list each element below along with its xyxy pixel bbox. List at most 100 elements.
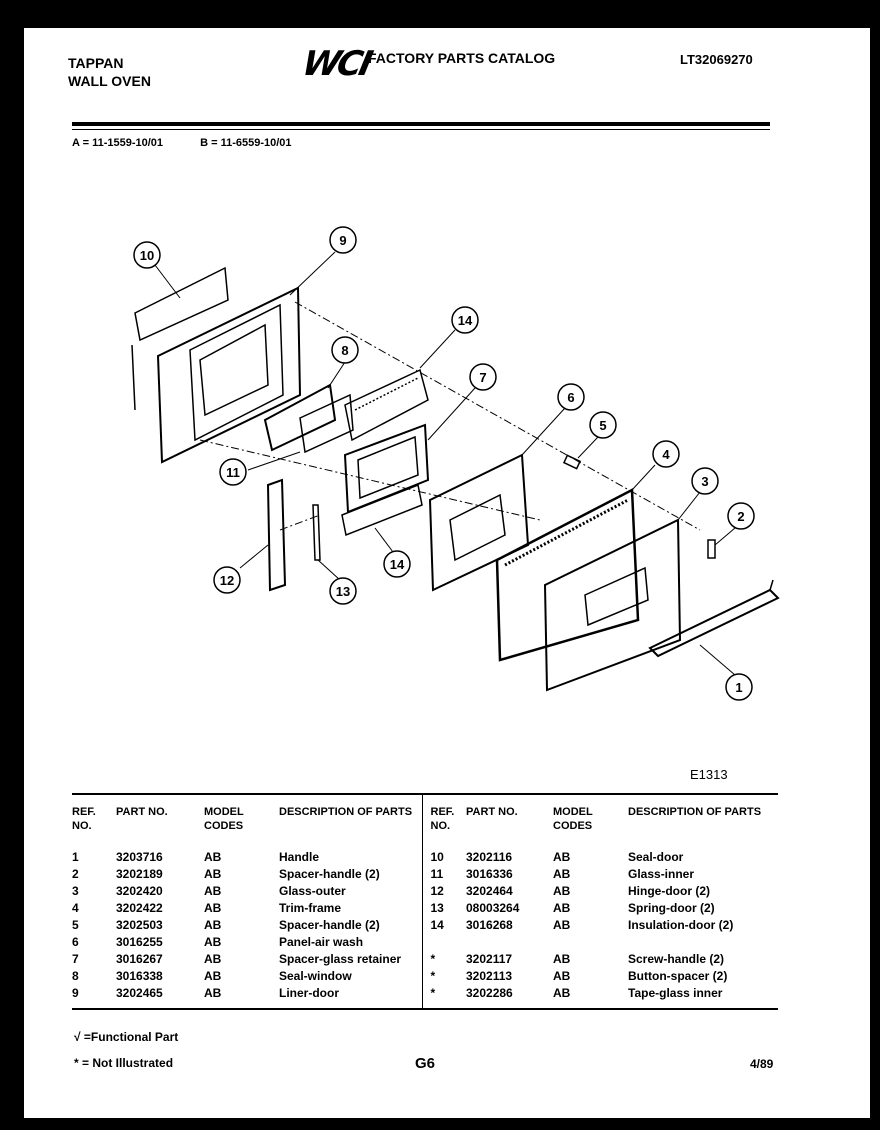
header-part: PART NO. xyxy=(116,806,168,818)
glass-outer-part xyxy=(543,518,682,692)
callout-10: 10 xyxy=(140,248,154,263)
catalog-date: 4/89 xyxy=(750,1057,774,1071)
cell-left-desc: Seal-window xyxy=(279,969,352,983)
header-description: DESCRIPTION OF PARTS xyxy=(279,806,413,818)
cell-left-ref: 1 xyxy=(72,850,79,864)
spacer-glass-retainer-part xyxy=(343,423,430,514)
callout-11: 11 xyxy=(226,465,240,480)
spacer-small-part xyxy=(707,539,716,559)
cell-right-model: AB xyxy=(553,850,571,864)
cell-right-desc: Insulation-door (2) xyxy=(628,918,734,932)
header-ref-right: REF. NO. xyxy=(421,795,466,845)
cell-left-model: AB xyxy=(204,952,222,966)
cell-right-model: AB xyxy=(553,884,571,898)
header-rule-thin xyxy=(72,129,770,130)
cell-left-model: AB xyxy=(204,850,222,864)
cell-left-ref: 6 xyxy=(72,935,79,949)
cell-left-desc: Spacer-glass retainer xyxy=(279,952,402,966)
cell-right-ref: 14 xyxy=(421,917,466,934)
cell-right-model: AB xyxy=(553,867,571,881)
callout-12: 12 xyxy=(220,573,234,588)
document-number: LT32069270 xyxy=(680,52,753,67)
cell-right-desc: Seal-door xyxy=(628,850,684,864)
cell-left-desc: Handle xyxy=(279,850,320,864)
insulation-top-part xyxy=(344,368,429,442)
cell-left-ref: 9 xyxy=(72,986,79,1000)
cell-right-model: AB xyxy=(553,918,571,932)
cell-right-ref: * xyxy=(421,985,466,1009)
cell-left-ref: 3 xyxy=(72,884,79,898)
table-header-row: REF. NO. PART NO. MODEL CODES DESCRIPTIO… xyxy=(72,795,778,845)
cell-right-part: 08003264 xyxy=(466,901,520,915)
header-model-right: MODEL CODES xyxy=(553,806,593,832)
trim-frame-part xyxy=(495,487,640,662)
cell-left-ref: 5 xyxy=(72,918,79,932)
cell-left-part: 3202503 xyxy=(116,918,163,932)
cell-left-model: AB xyxy=(204,986,222,1000)
cell-left-part: 3202422 xyxy=(116,901,163,915)
callout-9: 9 xyxy=(339,233,346,248)
seal-door-part xyxy=(131,266,229,411)
cell-left-model: AB xyxy=(204,867,222,881)
cell-left-part: 3203716 xyxy=(116,850,163,864)
header-description-right: DESCRIPTION OF PARTS xyxy=(628,806,762,818)
cell-left-part: 3016255 xyxy=(116,935,163,949)
cell-right-model: AB xyxy=(553,986,571,1000)
cell-left-model: AB xyxy=(204,918,222,932)
model-a: A = 11-1559-10/01 xyxy=(72,137,164,149)
cell-right-model: AB xyxy=(553,969,571,983)
cell-left-part: 3202465 xyxy=(116,986,163,1000)
cell-left-ref: 4 xyxy=(72,901,79,915)
model-b: B = 11-6559-10/01 xyxy=(200,137,292,149)
spacer-handle-part xyxy=(562,454,582,470)
cell-right-model: AB xyxy=(553,901,571,915)
cell-left-model: AB xyxy=(204,935,222,949)
cell-right-desc: Button-spacer (2) xyxy=(628,969,728,983)
cell-left-part: 3202189 xyxy=(116,867,163,881)
panel-air-wash-part xyxy=(428,453,530,592)
cell-right-ref: * xyxy=(421,968,466,985)
liner-door-part xyxy=(156,286,302,464)
header-model: MODEL CODES xyxy=(204,806,244,832)
cell-right-ref xyxy=(421,934,466,951)
callout-14-bottom: 14 xyxy=(390,557,405,572)
cell-left-desc: Liner-door xyxy=(279,986,339,1000)
callout-2: 2 xyxy=(737,509,744,524)
header-rule xyxy=(72,122,770,126)
cell-left-desc: Trim-frame xyxy=(279,901,342,915)
cell-right-desc xyxy=(628,934,778,951)
cell-left-ref: 2 xyxy=(72,867,79,881)
window-glass-part xyxy=(263,383,354,454)
catalog-title: FACTORY PARTS CATALOG xyxy=(368,50,556,66)
callout-6: 6 xyxy=(567,390,574,405)
spring-part xyxy=(312,504,321,561)
callout-3: 3 xyxy=(701,474,708,489)
cell-right-ref: 10 xyxy=(421,845,466,866)
cell-right-ref: 11 xyxy=(421,866,466,883)
model-list: A = 11-1559-10/01 B = 11-6559-10/01 xyxy=(72,137,326,149)
cell-right-part: 3202116 xyxy=(466,850,513,864)
cell-right-part: 3202113 xyxy=(466,969,513,983)
cell-right-model xyxy=(553,934,628,951)
cell-right-desc: Glass-inner xyxy=(628,867,695,881)
header-ref: REF. NO. xyxy=(72,806,96,832)
callout-1: 1 xyxy=(735,680,742,695)
cell-right-part xyxy=(466,934,553,951)
parts-table: REF. NO. PART NO. MODEL CODES DESCRIPTIO… xyxy=(72,793,778,1011)
callout-14-top: 14 xyxy=(458,313,473,328)
hinge-part xyxy=(266,478,287,592)
cell-left-part: 3016338 xyxy=(116,969,163,983)
cell-left-part: 3016267 xyxy=(116,952,163,966)
handle-part xyxy=(648,579,780,658)
cell-right-ref: 13 xyxy=(421,900,466,917)
